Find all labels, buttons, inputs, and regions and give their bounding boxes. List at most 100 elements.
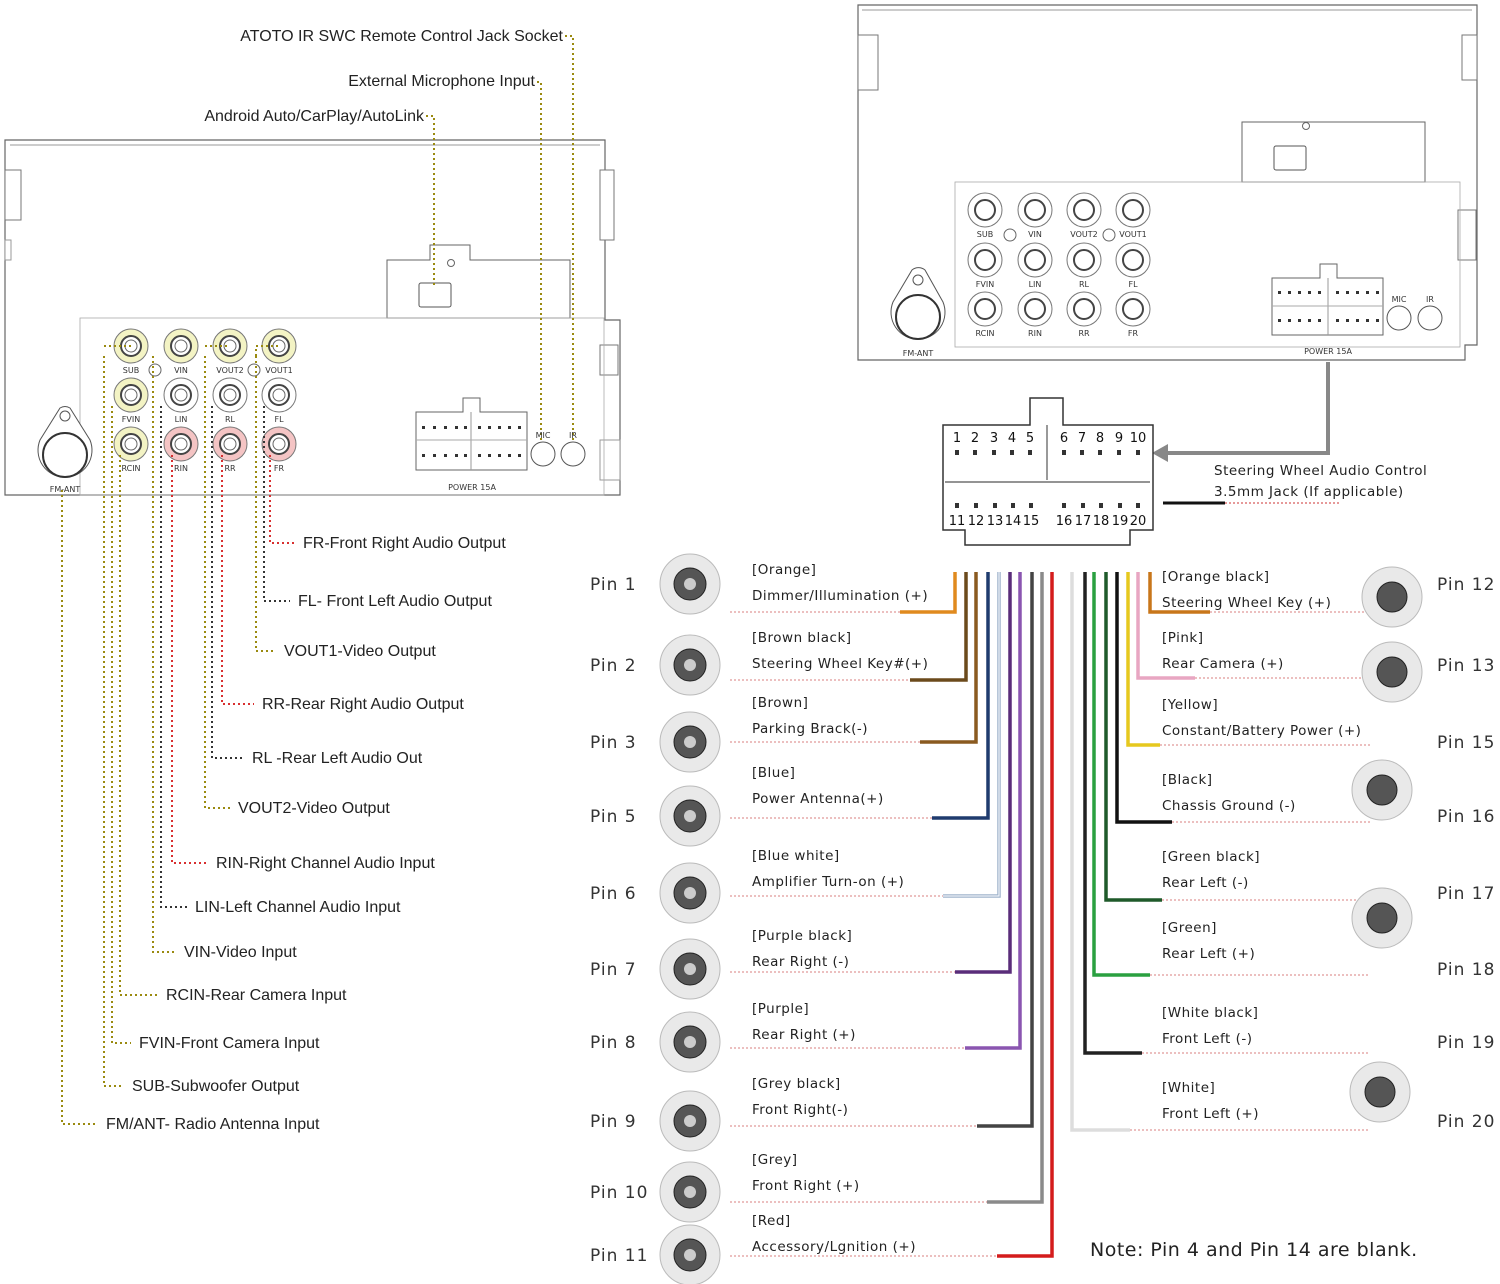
rca-jack-core-icon — [124, 388, 138, 402]
connector-pin-icon — [1081, 503, 1085, 508]
rca-jack-inner-icon — [1122, 199, 1144, 221]
leader-line — [61, 490, 98, 1125]
small-jack-icon — [148, 363, 162, 377]
leader-line — [255, 345, 279, 356]
wire-stripe — [943, 572, 1000, 897]
leader-line — [119, 455, 158, 996]
rca-jack-inner-icon — [1073, 249, 1095, 271]
wire — [1104, 572, 1162, 902]
wire — [1083, 572, 1142, 1055]
rca-jack-inner-icon — [1073, 298, 1095, 320]
rca-jack-inner-icon — [1122, 249, 1144, 271]
rca-jack-inner-icon — [1024, 298, 1046, 320]
harness-connector — [942, 397, 1154, 546]
leader-line — [204, 356, 230, 809]
ignition-icon-center — [684, 1249, 696, 1261]
rca-jack-core-icon — [223, 388, 237, 402]
wire — [1092, 572, 1150, 977]
connector-pin-icon — [1136, 450, 1140, 455]
rca-jack-core-icon — [272, 388, 286, 402]
wire — [955, 572, 1012, 974]
wire — [920, 572, 978, 744]
rca-jack-core-icon — [272, 339, 286, 353]
small-jack-icon — [1102, 228, 1116, 242]
rca-jack-inner-icon — [974, 249, 996, 271]
rca-jack-core-icon — [174, 388, 188, 402]
connector-pin-icon — [1011, 503, 1015, 508]
small-jack-icon — [1003, 228, 1017, 242]
speaker-icon-center — [684, 1115, 696, 1127]
connector-pin-icon — [955, 450, 959, 455]
rca-jack-inner-icon — [1073, 199, 1095, 221]
speaker-icon-center — [684, 1036, 696, 1048]
rca-jack-inner-icon — [974, 199, 996, 221]
connector-pin-icon — [1029, 503, 1033, 508]
right-rca-jacks — [967, 192, 1151, 327]
leader-line — [426, 115, 435, 286]
rca-jack-inner-icon — [1024, 249, 1046, 271]
rca-jack-core-icon — [272, 437, 286, 451]
rca-jack-core-icon — [174, 437, 188, 451]
rca-jack-inner-icon — [1122, 298, 1144, 320]
steering-wheel-icon-center — [684, 659, 696, 671]
connector-pin-icon — [955, 503, 959, 508]
amplifier-icon-center — [684, 887, 696, 899]
left-leader-lines — [61, 35, 574, 1125]
battery-icon-inner — [1366, 774, 1398, 806]
connector-pin-icon — [1098, 450, 1102, 455]
leader-line — [263, 406, 290, 602]
wire — [910, 572, 968, 682]
connector-pin-icon — [1118, 503, 1122, 508]
connector-pin-icon — [1117, 450, 1121, 455]
camera-icon-inner — [1376, 656, 1408, 688]
rca-jack-core-icon — [124, 437, 138, 451]
leader-line — [152, 356, 176, 953]
rca-jack-inner-icon — [974, 298, 996, 320]
leader-line — [103, 356, 124, 1087]
connector-pin-icon — [1062, 503, 1066, 508]
connector-pin-icon — [1080, 450, 1084, 455]
wire — [932, 572, 990, 820]
connector-pin-icon — [1099, 503, 1103, 508]
connector-pin-icon — [1010, 450, 1014, 455]
leader-line — [171, 455, 208, 864]
speaker-icon-center — [684, 963, 696, 975]
rca-jack-inner-icon — [1024, 199, 1046, 221]
connector-pin-icon — [974, 503, 978, 508]
harness-wires — [730, 572, 1370, 1258]
wire — [1148, 572, 1210, 614]
left-head-unit — [4, 139, 621, 496]
wire — [900, 572, 957, 614]
handbrake-icon-center — [684, 736, 696, 748]
wire — [1136, 572, 1195, 680]
connector-pin-numbers — [955, 450, 1340, 508]
wire — [965, 572, 1022, 1050]
wire — [1115, 572, 1172, 824]
connector-pin-icon — [1062, 450, 1066, 455]
connector-link-line — [1162, 362, 1330, 455]
small-jack-icon — [247, 363, 261, 377]
connector-pin-icon — [993, 503, 997, 508]
connector-pin-icon — [1136, 503, 1140, 508]
leader-line — [160, 406, 187, 908]
headlight-icon-center — [684, 578, 696, 590]
right-head-unit — [857, 4, 1478, 361]
connector-pin-icon — [1028, 450, 1032, 455]
wire — [1070, 572, 1130, 1132]
speaker-icon-inner — [1366, 902, 1398, 934]
rca-jack-core-icon — [174, 339, 188, 353]
arrow-icon — [1152, 444, 1168, 462]
pin-icons — [659, 553, 1423, 1284]
wire — [987, 572, 1044, 1204]
rca-jack-core-icon — [223, 437, 237, 451]
wire — [977, 572, 1034, 1128]
steering-wheel-icon-inner — [1376, 581, 1408, 613]
left-rca-jacks — [113, 328, 297, 462]
rca-jack-core-icon — [223, 339, 237, 353]
antenna-icon-center — [684, 810, 696, 822]
wire — [943, 572, 1001, 898]
leader-line — [221, 455, 254, 705]
wire — [997, 572, 1054, 1258]
connector-pin-icon — [973, 450, 977, 455]
